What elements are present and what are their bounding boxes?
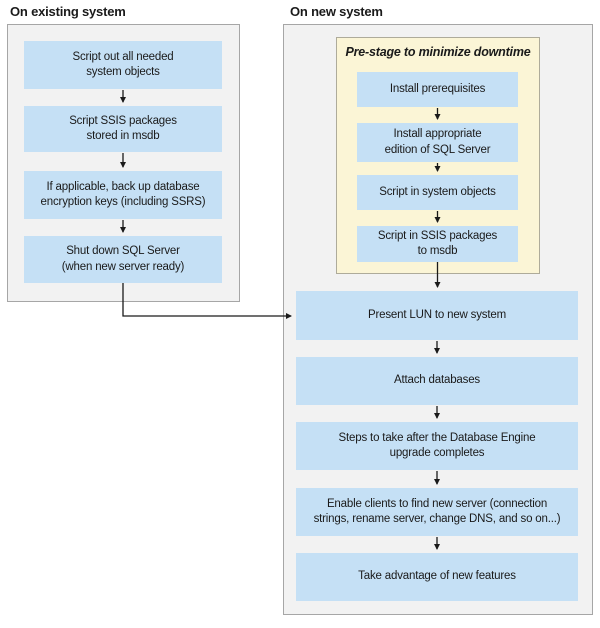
prestage-group-title: Pre-stage to minimize downtime <box>345 45 531 59</box>
step-shut-down-sql-server: Shut down SQL Server (when new server re… <box>24 236 222 283</box>
new-system-column-title: On new system <box>290 4 383 19</box>
step-install-prerequisites: Install prerequisites <box>357 72 518 107</box>
step-script-in-ssis-packages: Script in SSIS packages to msdb <box>357 226 518 262</box>
step-script-out-system-objects: Script out all needed system objects <box>24 41 222 89</box>
step-enable-clients-find-server: Enable clients to find new server (conne… <box>296 488 578 536</box>
step-post-upgrade-steps: Steps to take after the Database Engine … <box>296 422 578 470</box>
step-install-sql-server-edition: Install appropriate edition of SQL Serve… <box>357 123 518 162</box>
step-script-in-system-objects: Script in system objects <box>357 175 518 210</box>
step-take-advantage-new-features: Take advantage of new features <box>296 553 578 601</box>
step-script-ssis-packages: Script SSIS packages stored in msdb <box>24 106 222 152</box>
step-attach-databases: Attach databases <box>296 357 578 405</box>
step-present-lun: Present LUN to new system <box>296 291 578 340</box>
existing-system-column-title: On existing system <box>10 4 126 19</box>
step-backup-encryption-keys: If applicable, back up database encrypti… <box>24 171 222 219</box>
